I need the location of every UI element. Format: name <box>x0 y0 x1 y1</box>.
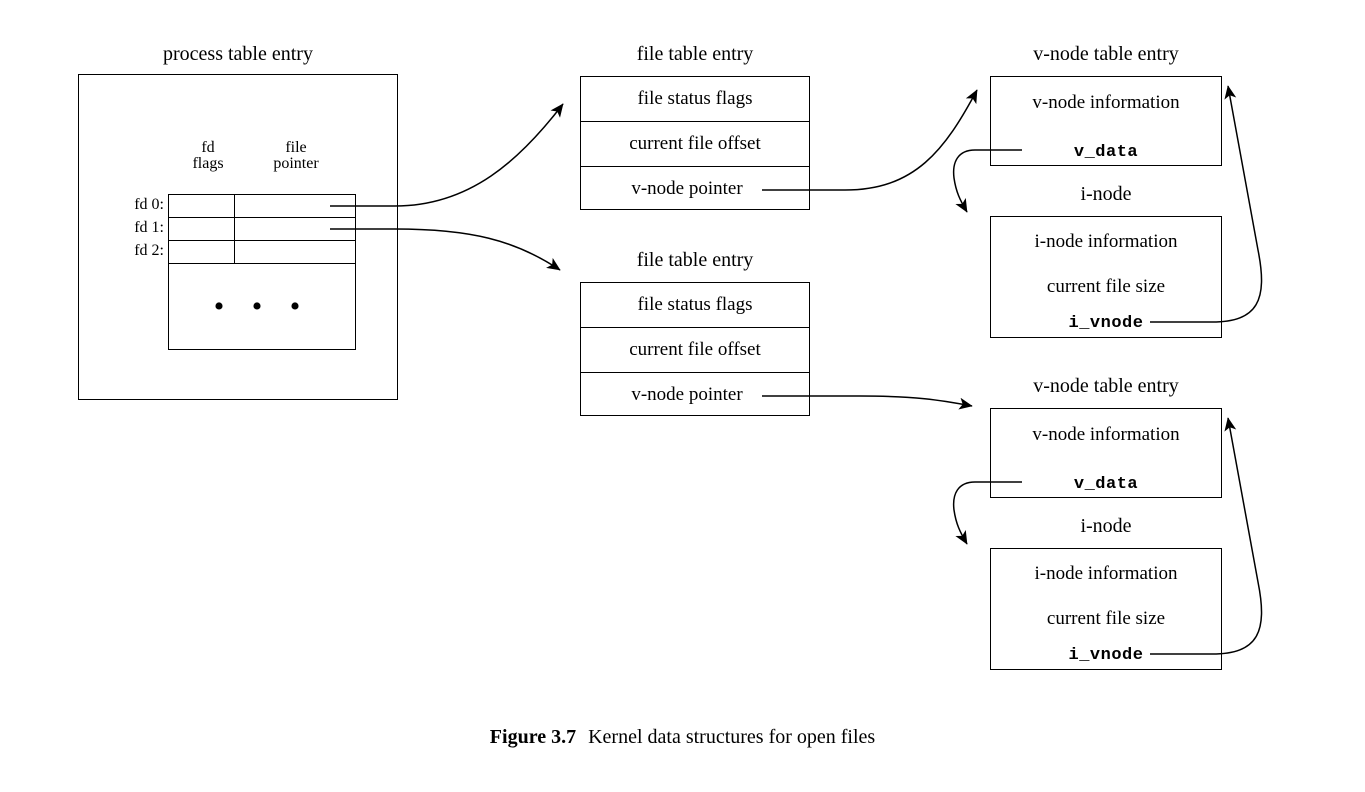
file-table-entry-2-field-0: file status flags <box>637 294 753 315</box>
file-table-entry-1-divider-0 <box>580 121 810 122</box>
file-table-entry-2-box <box>580 282 810 416</box>
column-header-fd-flags-line1: fd <box>201 139 215 156</box>
file-table-entry-1-field-1: current file offset <box>629 133 761 154</box>
inode-entry-2-field-1: current file size <box>1046 608 1166 629</box>
vnode-entry-1-field-0: v-node information <box>1032 92 1180 113</box>
process-table-title: process table entry <box>163 43 313 65</box>
fd-row-divider-1 <box>168 240 356 241</box>
inode-entry-1-field-2: i_vnode <box>1068 314 1144 333</box>
file-table-entry-2-field-2: v-node pointer <box>631 384 743 405</box>
fd-row-label-2: fd 2: <box>134 242 164 259</box>
vnode-entry-1-title: v-node table entry <box>1033 43 1179 65</box>
figure-caption-text: Kernel data structures for open files <box>588 726 876 748</box>
column-header-file-pointer: file pointer <box>253 140 339 172</box>
vnode-entry-1-field-1: v_data <box>1073 143 1139 162</box>
inode-entry-2-title: i-node <box>1080 515 1132 537</box>
fd-table-continuation: • • • <box>213 290 311 323</box>
file-table-entry-2-title: file table entry <box>636 249 754 271</box>
vnode-entry-2-field-1: v_data <box>1073 475 1139 494</box>
column-header-fd-flags: fd flags <box>178 140 238 172</box>
file-table-entry-2-divider-0 <box>580 327 810 328</box>
figure-number: Figure 3.7 <box>489 726 577 748</box>
figure-caption: Figure 3.7 Kernel data structures for ope… <box>0 726 1365 749</box>
file-table-entry-1-title: file table entry <box>636 43 754 65</box>
file-table-entry-2-field-1: current file offset <box>629 339 761 360</box>
file-table-entry-1-field-2: v-node pointer <box>631 178 743 199</box>
file-table-entry-1-field-0: file status flags <box>637 88 753 109</box>
vnode-entry-2-title: v-node table entry <box>1033 375 1179 397</box>
inode-entry-2-field-2: i_vnode <box>1068 646 1144 665</box>
fd-row-label-0: fd 0: <box>134 196 164 213</box>
column-header-fd-flags-line2: flags <box>192 155 224 172</box>
fd-row-divider-0 <box>168 217 356 218</box>
file-table-entry-1-divider-1 <box>580 166 810 167</box>
vnode-entry-2-field-0: v-node information <box>1032 424 1180 445</box>
inode-entry-2-field-0: i-node information <box>1034 563 1178 584</box>
fd-table-box <box>168 194 356 350</box>
fd-column-divider <box>234 194 235 263</box>
column-header-file-pointer-line2: pointer <box>273 155 319 172</box>
column-header-file-pointer-line1: file <box>285 139 307 156</box>
inode-entry-1-title: i-node <box>1080 183 1132 205</box>
connector-vdata2-to-inode2 <box>952 481 976 545</box>
inode-entry-1-field-0: i-node information <box>1034 231 1178 252</box>
fd-row-label-1: fd 1: <box>134 219 164 236</box>
inode-entry-1-field-1: current file size <box>1046 276 1166 297</box>
fd-row-divider-2 <box>168 263 356 264</box>
file-table-entry-2-divider-1 <box>580 372 810 373</box>
connector-vdata1-to-inode1 <box>952 149 976 213</box>
